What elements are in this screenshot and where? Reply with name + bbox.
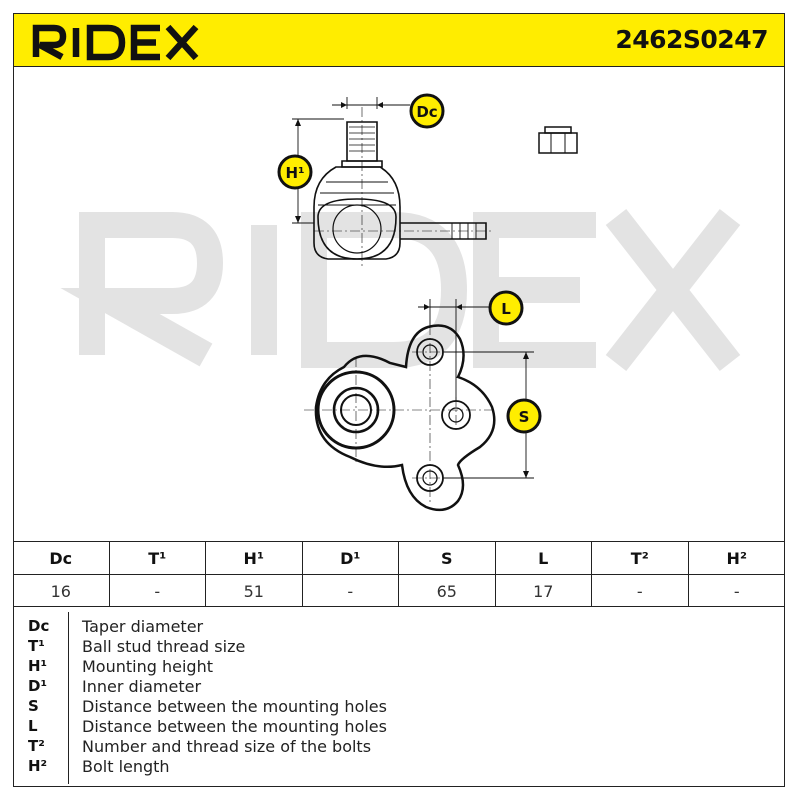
- table-value-cell: -: [110, 575, 206, 607]
- legend-row: S Distance between the mounting holes: [28, 696, 768, 716]
- ball-joint-side-view: [292, 97, 494, 267]
- legend-text: Distance between the mounting holes: [82, 716, 387, 736]
- table-value-cell: 65: [399, 575, 496, 607]
- table-value-cell: -: [592, 575, 689, 607]
- s-badge-label: S: [519, 408, 530, 426]
- legend-key: H¹: [28, 657, 48, 675]
- table-header-cell: T²: [592, 542, 689, 575]
- legend-key: L: [28, 717, 38, 735]
- legend-key: T¹: [28, 637, 45, 655]
- legend-text: Bolt length: [82, 756, 170, 776]
- legend-row: T¹ Ball stud thread size: [28, 636, 768, 656]
- legend-text: Taper diameter: [82, 616, 204, 636]
- table-header-cell: S: [399, 542, 496, 575]
- l-badge-label: L: [501, 300, 511, 318]
- ball-joint-flange-view: [304, 299, 534, 512]
- table-header-cell: D¹: [302, 542, 399, 575]
- l-badge: L: [488, 290, 524, 326]
- table-value-cell: -: [303, 575, 399, 607]
- legend-text: Inner diameter: [82, 676, 202, 696]
- legend-row: T² Number and thread size of the bolts: [28, 736, 768, 756]
- legend-row: D¹ Inner diameter: [28, 676, 768, 696]
- dc-badge-label: Dc: [416, 103, 437, 121]
- technical-drawing: Dc H¹ L S: [60, 93, 741, 512]
- table-header-cell: L: [495, 542, 592, 575]
- ridex-watermark: [60, 208, 741, 372]
- h1-badge-label: H¹: [285, 164, 304, 182]
- table-value-cell: -: [733, 581, 740, 601]
- legend-row: Dc Taper diameter: [28, 616, 768, 636]
- legend-key: D¹: [28, 677, 48, 695]
- legend-text: Ball stud thread size: [82, 636, 246, 656]
- table-value-cell: 17: [496, 575, 592, 607]
- legend-divider: [68, 612, 69, 784]
- header-bar: 2462S0247: [13, 13, 785, 67]
- legend-key: Dc: [28, 617, 50, 635]
- brand-logo: [32, 24, 199, 61]
- legend-row: L Distance between the mounting holes: [28, 716, 768, 736]
- legend-key: H²: [28, 757, 48, 775]
- spec-table: Dc T¹ H¹ D¹ S L T² H² 16 - 51 - 65 17 - …: [13, 541, 785, 607]
- legend-text: Mounting height: [82, 656, 213, 676]
- legend-key: S: [28, 697, 39, 715]
- legend-row: H² Bolt length: [28, 756, 768, 776]
- dc-badge: Dc: [409, 93, 445, 129]
- legend: Dc Taper diameter T¹ Ball stud thread si…: [28, 616, 768, 776]
- legend-text: Number and thread size of the bolts: [82, 736, 372, 756]
- h1-badge: H¹: [277, 154, 313, 190]
- nut-icon: [538, 126, 578, 154]
- table-header-cell: T¹: [109, 542, 206, 575]
- part-number: 2462S0247: [615, 25, 768, 54]
- table-header-cell: Dc: [13, 542, 110, 575]
- legend-row: H¹ Mounting height: [28, 656, 768, 676]
- table-value-cell: 16: [13, 575, 110, 607]
- legend-key: T²: [28, 737, 45, 755]
- table-header-cell: H²: [688, 542, 785, 575]
- table-value-cell: 51: [206, 575, 303, 607]
- s-badge: S: [506, 398, 542, 434]
- legend-text: Distance between the mounting holes: [82, 696, 387, 716]
- table-header-cell: H¹: [206, 542, 303, 575]
